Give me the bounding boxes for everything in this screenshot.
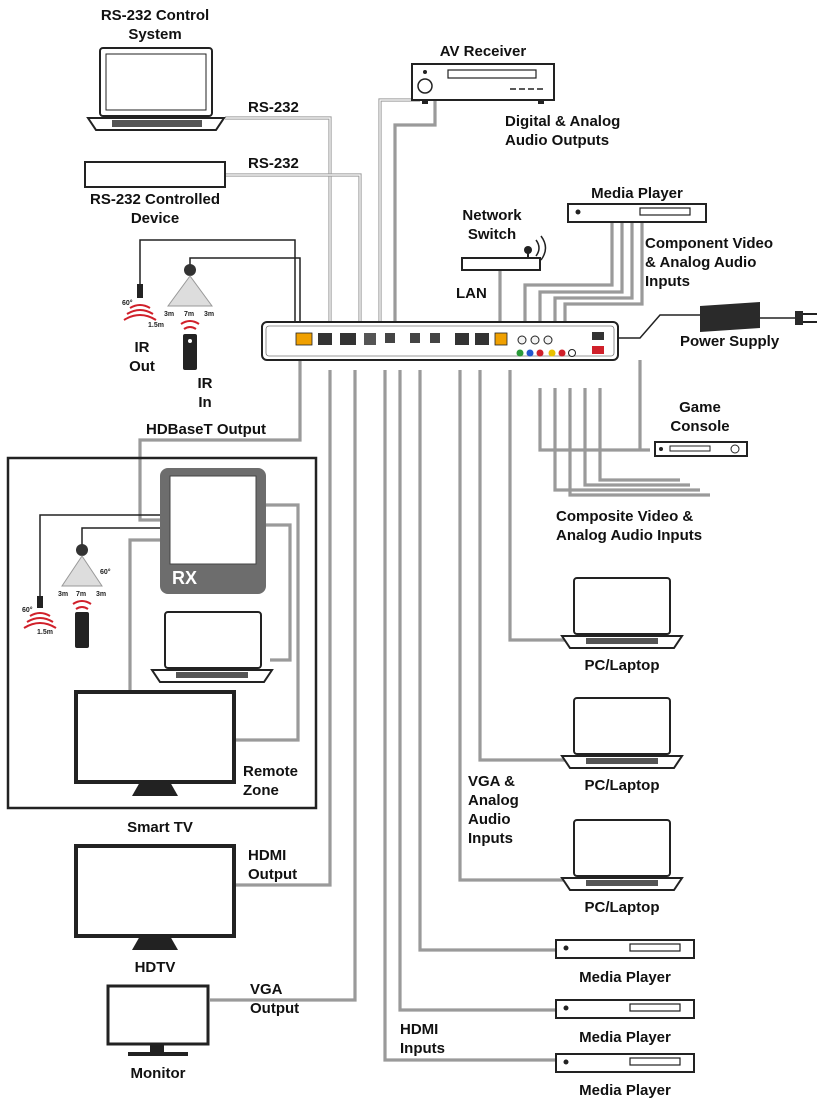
pc-laptop-3-icon: [560, 819, 684, 891]
ir-out-top-icon: 60° 1.5m: [122, 284, 164, 329]
media-player-top-icon: [567, 203, 707, 223]
svg-text:60°: 60°: [22, 606, 33, 614]
label-rs232-b: RS-232: [248, 155, 299, 172]
av-receiver-icon: [411, 63, 555, 104]
svg-text:7m: 7m: [184, 311, 194, 318]
media-player-3-icon: [555, 1053, 695, 1073]
svg-text:3m: 3m: [204, 311, 214, 318]
laptop-zone-icon: [150, 611, 274, 683]
label-composite-inputs: Composite Video &Analog Audio Inputs: [556, 508, 702, 544]
label-smart-tv: Smart TV: [127, 819, 193, 836]
label-monitor: Monitor: [131, 1065, 186, 1082]
ir-in-top-icon: 3m 7m 3m: [164, 264, 214, 370]
svg-text:7m: 7m: [76, 591, 86, 598]
svg-text:60°: 60°: [100, 568, 111, 576]
game-console-icon: [654, 441, 748, 457]
label-pc-laptop-2: PC/Laptop: [585, 777, 660, 794]
ir-out-zone-icon: 60° 1.5m: [22, 596, 57, 636]
pc-laptop-1-icon: [560, 577, 684, 649]
ir-in-zone-icon: 60° 3m 7m 3m: [58, 544, 111, 648]
label-media-player-2: Media Player: [579, 1029, 671, 1046]
rs232-laptop-icon: [86, 47, 226, 131]
label-av-receiver: AV Receiver: [440, 43, 527, 60]
label-media-player-top: Media Player: [591, 185, 683, 202]
label-lan: LAN: [456, 285, 487, 302]
label-pc-laptop-3: PC/Laptop: [585, 899, 660, 916]
label-hdbaset-output: HDBaseT Output: [146, 421, 266, 438]
label-rx: RX: [172, 568, 197, 588]
label-hdtv: HDTV: [135, 959, 176, 976]
smart-tv-icon: [74, 690, 236, 796]
label-media-player-1: Media Player: [579, 969, 671, 986]
hdtv-icon: [74, 844, 236, 950]
main-switcher-unit: [261, 321, 619, 361]
label-rs232-a: RS-232: [248, 99, 299, 116]
svg-text:3m: 3m: [58, 591, 68, 598]
label-pc-laptop-1: PC/Laptop: [585, 657, 660, 674]
rx-receiver-icon: RX: [160, 468, 266, 594]
svg-text:3m: 3m: [96, 591, 106, 598]
network-switch-icon: [461, 235, 547, 271]
label-power-supply: Power Supply: [680, 333, 780, 350]
media-player-2-icon: [555, 999, 695, 1019]
media-player-1-icon: [555, 939, 695, 959]
svg-text:1.5m: 1.5m: [37, 629, 53, 636]
monitor-icon: [106, 984, 210, 1056]
svg-text:1.5m: 1.5m: [148, 322, 164, 329]
label-media-player-3: Media Player: [579, 1082, 671, 1099]
remote-zone-box: [6, 456, 318, 810]
svg-text:3m: 3m: [164, 311, 174, 318]
cables: [39, 98, 795, 1062]
svg-text:60°: 60°: [122, 299, 133, 307]
power-supply-icon: [700, 302, 817, 332]
pc-laptop-2-icon: [560, 697, 684, 769]
rs232-controlled-device-icon: [84, 161, 226, 188]
